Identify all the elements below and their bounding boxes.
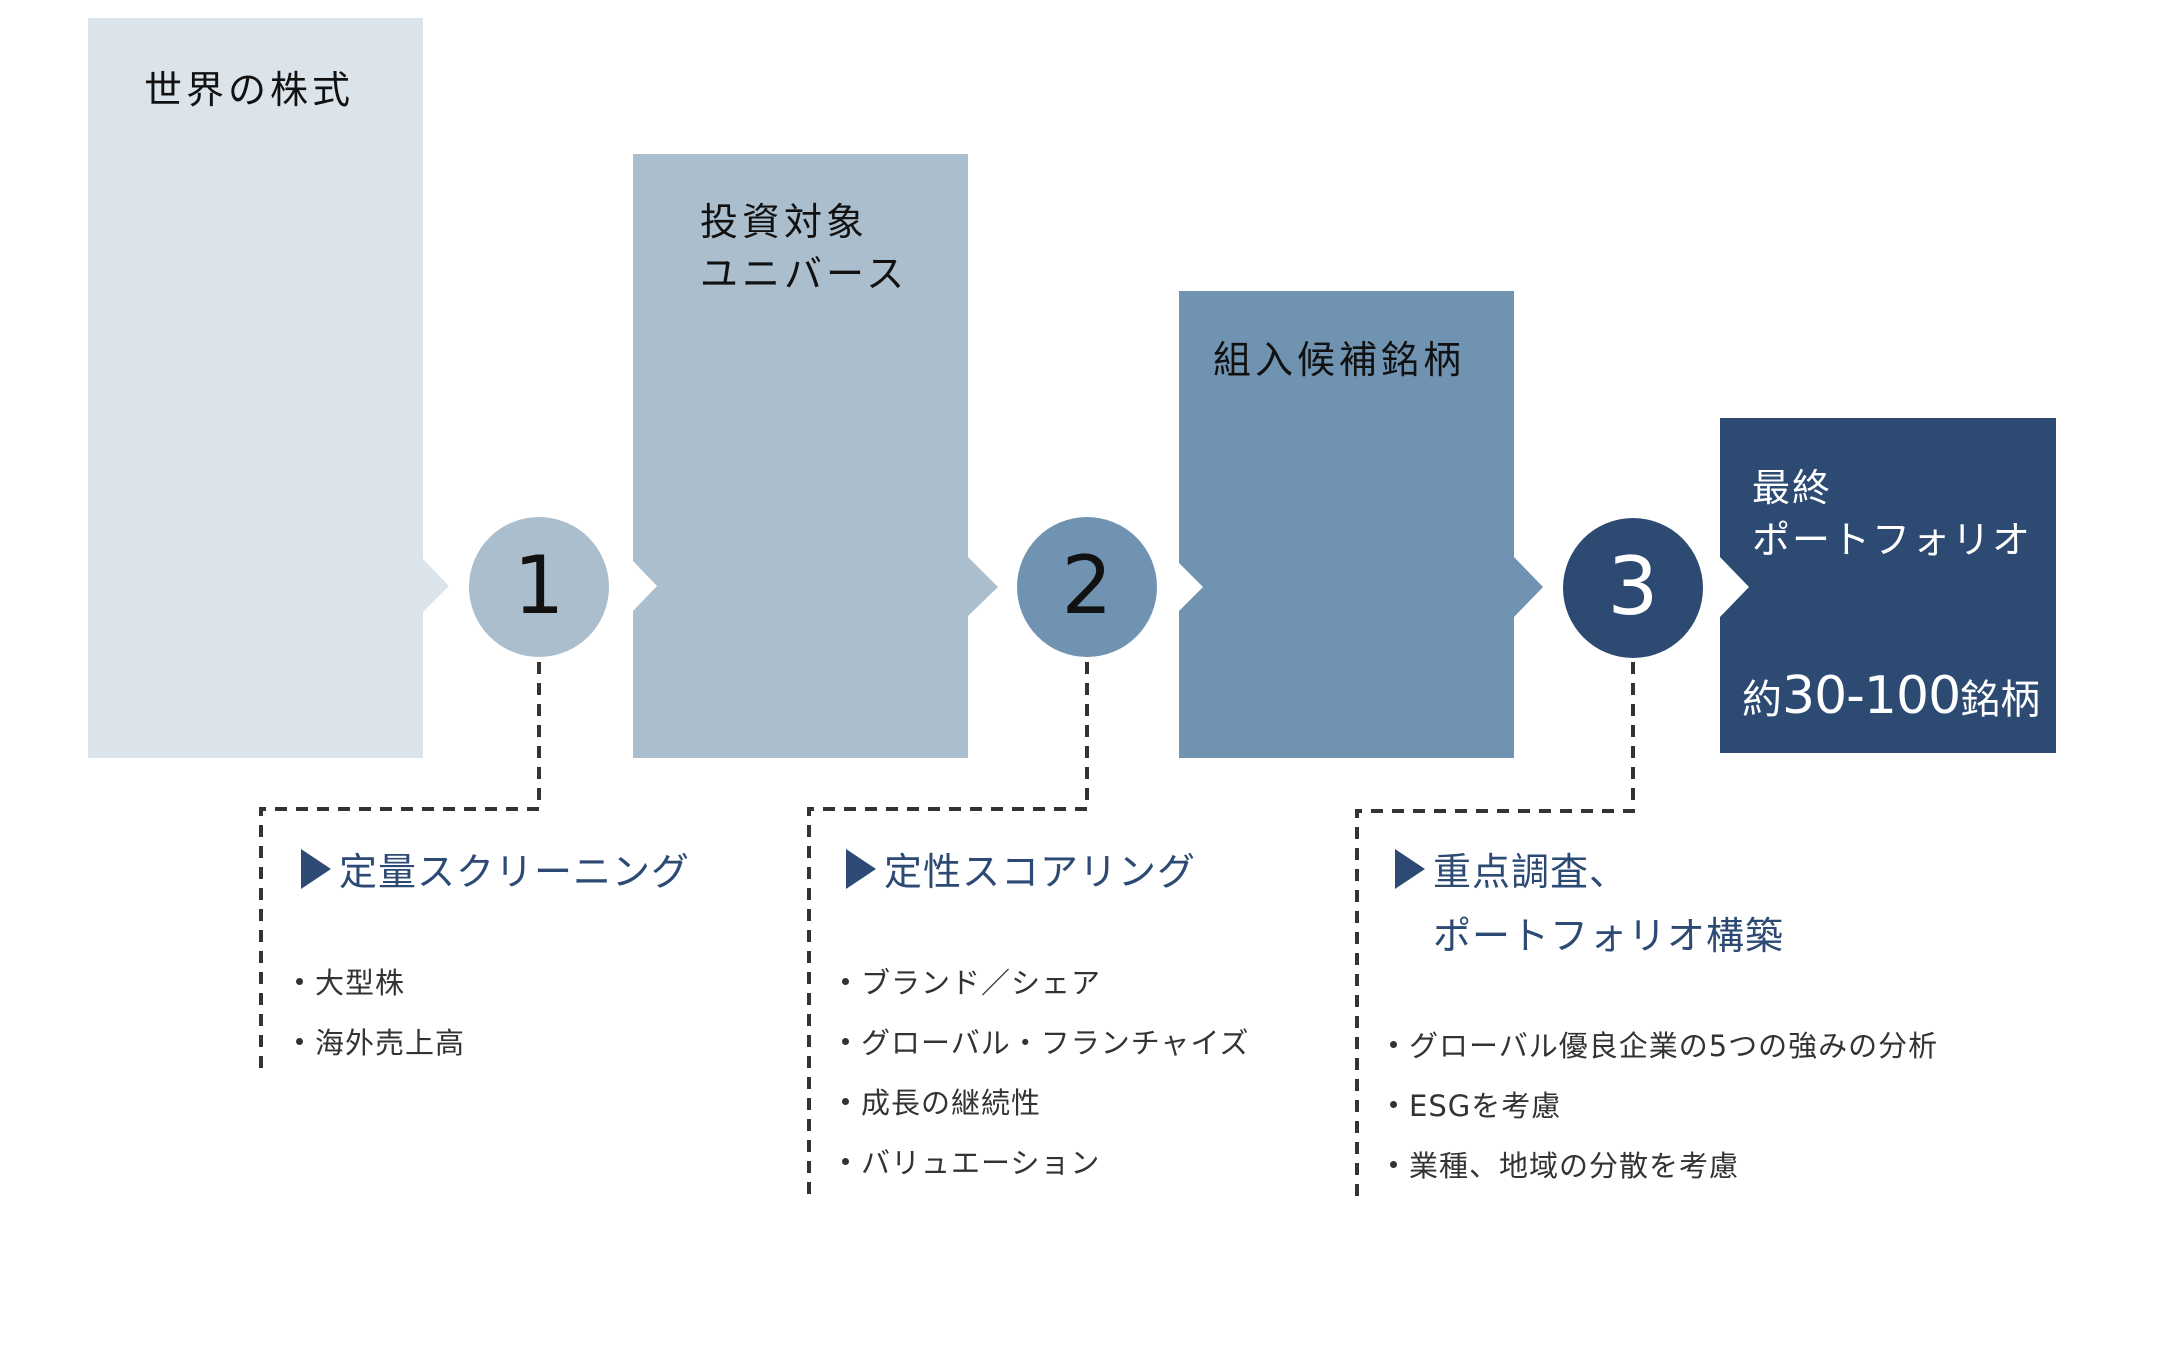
bullet-icon bbox=[842, 1158, 849, 1165]
stage-4-title-line-1: 最終 bbox=[1752, 466, 1833, 510]
stage-3-title-line: 組入候補銘柄 bbox=[1213, 338, 1466, 382]
step-1-heading-text: 定量スクリーニング bbox=[339, 850, 691, 894]
list-item: ESGを考慮 bbox=[1390, 1076, 1938, 1136]
bullet-icon bbox=[842, 978, 849, 985]
count-prefix: 約 bbox=[1742, 677, 1782, 723]
bullet-icon bbox=[1390, 1041, 1397, 1048]
list-item-text: バリュエーション bbox=[861, 1146, 1101, 1180]
stage-box-final-portfolio bbox=[1720, 418, 2056, 753]
step-circle-3 bbox=[1563, 518, 1703, 658]
stage-box-candidate-stocks bbox=[1179, 291, 1543, 758]
stage-2-title: 投資対象 ユニバース bbox=[700, 196, 908, 300]
connector-step-1 bbox=[259, 662, 541, 1073]
step-1-bullets: 大型株 海外売上高 bbox=[296, 953, 465, 1073]
list-item: 海外売上高 bbox=[296, 1013, 465, 1073]
step-2-bullets: ブランド／シェア グローバル・フランチャイズ 成長の継続性 バリュエーション bbox=[842, 953, 1250, 1193]
list-item-text: 海外売上高 bbox=[315, 1026, 466, 1060]
stage-box-world-equities bbox=[88, 18, 449, 758]
list-item-text: 成長の継続性 bbox=[861, 1086, 1042, 1120]
count-value: 30-100 bbox=[1782, 666, 1961, 726]
list-item-text: ESGを考慮 bbox=[1409, 1089, 1562, 1123]
bullet-icon bbox=[842, 1098, 849, 1105]
stage-4-title: 最終 ポートフォリオ bbox=[1752, 462, 2032, 566]
step-number-3: 3 bbox=[1607, 539, 1659, 633]
list-item: グローバル・フランチャイズ bbox=[842, 1013, 1250, 1073]
list-item: グローバル優良企業の5つの強みの分析 bbox=[1390, 1016, 1938, 1076]
stage-1-title: 世界の株式 bbox=[144, 64, 354, 116]
step-3-heading-text-1: 重点調査、 bbox=[1433, 850, 1629, 894]
triangle-marker-icon bbox=[846, 849, 876, 889]
list-item: 大型株 bbox=[296, 953, 465, 1013]
list-item: 成長の継続性 bbox=[842, 1073, 1250, 1133]
step-circle-2 bbox=[1017, 517, 1157, 657]
list-item: バリュエーション bbox=[842, 1133, 1250, 1193]
stage-box-investment-universe bbox=[633, 154, 998, 758]
bullet-icon bbox=[1390, 1101, 1397, 1108]
bullet-icon bbox=[1390, 1161, 1397, 1168]
list-item-text: ブランド／シェア bbox=[861, 966, 1102, 1000]
bullet-icon bbox=[296, 978, 303, 985]
list-item-text: グローバル・フランチャイズ bbox=[861, 1026, 1250, 1060]
stage-2-title-line-1: 投資対象 bbox=[700, 200, 869, 244]
step-1-heading: 定量スクリーニング bbox=[301, 840, 690, 904]
step-2-heading: 定性スコアリング bbox=[846, 840, 1196, 904]
triangle-marker-icon bbox=[1395, 849, 1425, 889]
count-suffix: 銘柄 bbox=[1960, 677, 2041, 723]
triangle-marker-icon bbox=[301, 849, 331, 889]
list-item-text: 大型株 bbox=[315, 966, 406, 1000]
step-2-heading-text: 定性スコアリング bbox=[884, 850, 1197, 894]
list-item-text: 業種、地域の分散を考慮 bbox=[1409, 1149, 1740, 1183]
connector-step-3 bbox=[1355, 662, 1635, 1200]
list-item-text: グローバル優良企業の5つの強みの分析 bbox=[1409, 1029, 1939, 1063]
bullet-icon bbox=[842, 1038, 849, 1045]
step-3-bullets: グローバル優良企業の5つの強みの分析 ESGを考慮 業種、地域の分散を考慮 bbox=[1390, 1016, 1938, 1196]
bullet-icon bbox=[296, 1038, 303, 1045]
list-item: 業種、地域の分散を考慮 bbox=[1390, 1136, 1938, 1196]
step-circle-1 bbox=[469, 517, 609, 657]
stage-1-title-line: 世界の株式 bbox=[144, 68, 355, 112]
connector-step-2 bbox=[807, 662, 1089, 1196]
step-3-heading-text-2: ポートフォリオ構築 bbox=[1433, 914, 1785, 958]
stage-2-title-line-2: ユニバース bbox=[700, 252, 909, 296]
step-number-1: 1 bbox=[513, 538, 565, 632]
step-number-2: 2 bbox=[1061, 538, 1113, 632]
final-stock-count: 約30-100銘柄 bbox=[1742, 666, 2040, 730]
stage-4-title-line-2: ポートフォリオ bbox=[1752, 518, 2033, 562]
stage-3-title: 組入候補銘柄 bbox=[1213, 334, 1465, 386]
list-item: ブランド／シェア bbox=[842, 953, 1250, 1013]
step-3-heading: 重点調査、 ポートフォリオ構築 bbox=[1395, 840, 1784, 968]
